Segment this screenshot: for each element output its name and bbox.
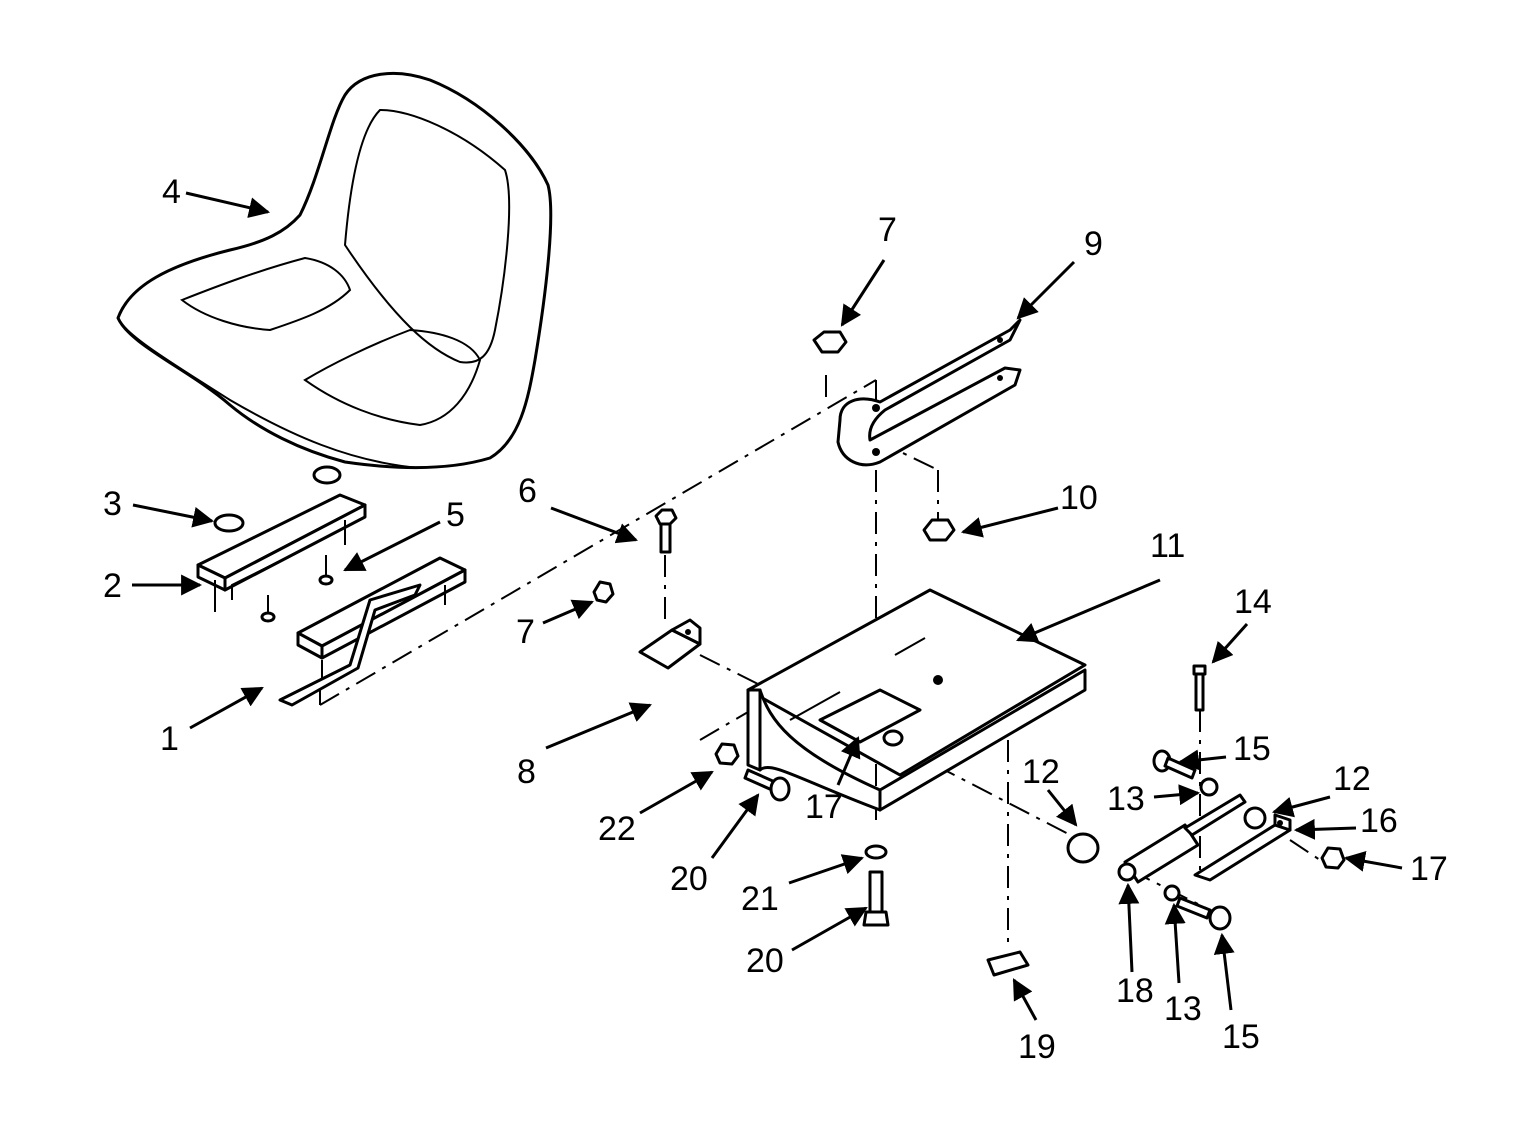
- part-13-washer-upper: [1199, 777, 1219, 797]
- callout-label-7-left: 7: [516, 613, 535, 651]
- part-5-bolts: [231, 555, 334, 623]
- part-12-bushing-right: [1243, 806, 1267, 830]
- callout-label-10: 10: [1060, 479, 1098, 517]
- seat-part: [116, 71, 553, 485]
- callout-label-13-lower: 13: [1164, 990, 1202, 1028]
- part-6-bolt: [654, 508, 678, 554]
- callout-label-20-left: 20: [670, 860, 708, 898]
- callout-label-7-top: 7: [878, 211, 897, 249]
- part-16-bracket: [1193, 813, 1292, 882]
- part-7-nut-top: [812, 330, 848, 354]
- part-20-bolt-lower: [862, 870, 890, 927]
- callout-label-15-upper: 15: [1233, 730, 1271, 768]
- part-14-bolt: [1192, 664, 1207, 712]
- callout-label-18: 18: [1116, 972, 1154, 1010]
- part-22-nut: [714, 742, 740, 766]
- part-9-bracket: [836, 318, 1022, 467]
- callout-label-17-center: 17: [805, 788, 843, 826]
- part-3-bumper: [213, 513, 245, 533]
- callout-label-16: 16: [1360, 802, 1398, 840]
- callout-label-17-right: 17: [1410, 850, 1448, 888]
- callout-labels: 4 3 2 5 1 6 7 8 7 9 10 11 14 15 12 13 12…: [103, 173, 1448, 1066]
- part-20-bolt-left: [743, 768, 791, 802]
- callout-label-6: 6: [518, 472, 537, 510]
- callout-label-13-upper: 13: [1107, 780, 1145, 818]
- part-15-bolt-lower: [1175, 896, 1232, 931]
- callout-label-5: 5: [446, 496, 465, 534]
- callout-label-20-lower: 20: [746, 942, 784, 980]
- part-18-gas-spring: [1117, 793, 1247, 884]
- part-8-angle-bracket: [638, 618, 702, 670]
- callout-label-9: 9: [1084, 225, 1103, 263]
- callout-label-15-lower: 15: [1222, 1018, 1260, 1056]
- callout-label-21: 21: [741, 880, 779, 918]
- part-2-upper-rail: [196, 493, 367, 612]
- part-17-nut-right: [1320, 846, 1346, 870]
- callout-label-3: 3: [103, 485, 122, 523]
- callout-arrows: [132, 191, 1403, 1021]
- callout-label-14: 14: [1234, 583, 1272, 621]
- part-19-cap: [986, 950, 1030, 977]
- callout-label-2: 2: [103, 567, 122, 605]
- part-21-washer: [864, 844, 888, 860]
- part-15-bolt-upper: [1152, 749, 1197, 780]
- part-7-nut-left: [592, 580, 615, 604]
- part-13-washer-lower: [1163, 884, 1181, 902]
- part-10-nut: [922, 518, 956, 542]
- callout-label-1: 1: [160, 720, 179, 758]
- part-1-lower-rail: [278, 556, 467, 707]
- callout-label-4: 4: [162, 173, 181, 211]
- callout-label-12-right: 12: [1333, 760, 1371, 798]
- callout-label-19: 19: [1018, 1028, 1056, 1066]
- callout-label-8: 8: [517, 753, 536, 791]
- part-12-bushing-left: [1066, 832, 1100, 864]
- callout-label-11: 11: [1150, 527, 1185, 565]
- callout-label-12-left: 12: [1022, 753, 1060, 791]
- callout-label-22: 22: [598, 810, 636, 848]
